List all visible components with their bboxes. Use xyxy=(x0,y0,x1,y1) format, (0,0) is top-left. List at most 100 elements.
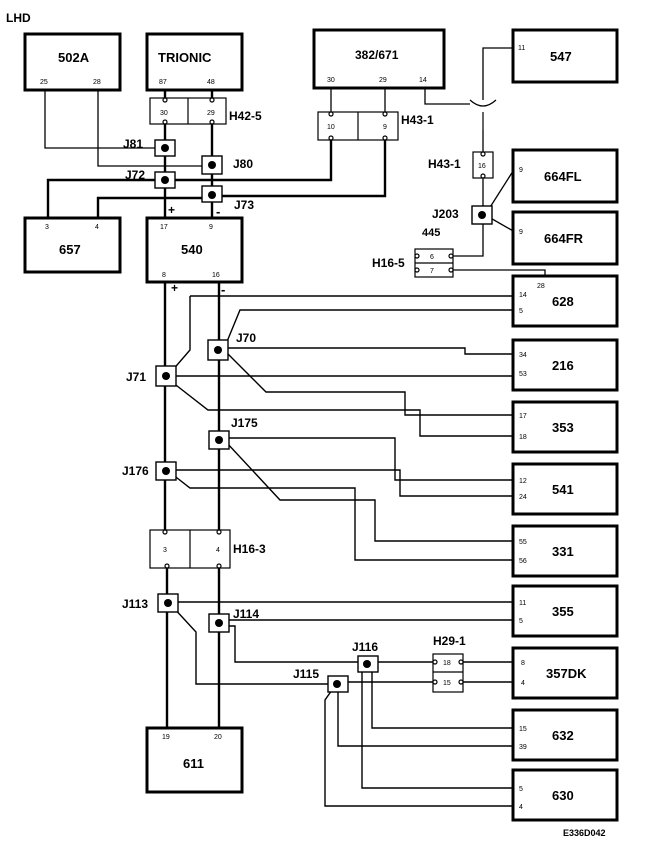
wire-j203-h16-5 xyxy=(453,220,484,257)
pin-label: 12 xyxy=(519,478,527,485)
component-628: 628 14 5 28 xyxy=(511,274,619,328)
component-664fr-label: 664FR xyxy=(544,231,584,246)
junction-j114: J114 xyxy=(208,607,259,633)
junction-j70: J70 xyxy=(207,331,256,361)
wire-382-14 xyxy=(424,88,470,105)
pin-label: 16 xyxy=(478,163,486,170)
component-540: 540 17 9 8 16 xyxy=(145,216,244,284)
connector-445-label: 445 xyxy=(422,227,440,239)
pin-label: 25 xyxy=(40,79,48,86)
component-216: 216 34 53 xyxy=(511,338,619,392)
pin-label: 24 xyxy=(519,494,527,501)
component-540-label: 540 xyxy=(181,242,203,257)
junction-j113: J113 xyxy=(122,593,179,613)
wire-657-4-j73 xyxy=(96,196,208,218)
pin-label: 11 xyxy=(518,45,525,52)
component-541: 541 12 24 xyxy=(511,462,619,516)
junction-j115-label: J115 xyxy=(293,667,319,681)
pin-label: 28 xyxy=(537,283,545,290)
connector-h43-1-b-label: H43-1 xyxy=(428,157,461,171)
pin-label: 9 xyxy=(209,224,213,231)
component-trionic: TRIONIC 87 48 xyxy=(145,32,244,92)
pin-label: 9 xyxy=(383,124,387,131)
pin-label: 20 xyxy=(214,734,222,741)
wire-j113-j115 xyxy=(171,605,332,685)
junction-j176-label: J176 xyxy=(122,464,149,478)
wire-502a-25-j81 xyxy=(44,90,165,149)
junction-j70-label: J70 xyxy=(236,331,256,345)
component-657-label: 657 xyxy=(59,242,81,257)
connector-h42-5-label: H42-5 xyxy=(229,109,262,123)
figure-code-label: E336D042 xyxy=(563,828,606,838)
junction-j113-label: J113 xyxy=(122,597,148,611)
junction-j80: J80 xyxy=(201,155,253,175)
junction-j72-label: J72 xyxy=(125,168,145,182)
wire-j70-628-5 xyxy=(225,309,518,345)
junction-j175-label: J175 xyxy=(231,416,258,430)
pin-label: 48 xyxy=(207,79,215,86)
component-331: 331 55 56 xyxy=(511,524,619,578)
junction-j73: J73 xyxy=(201,185,254,212)
pin-label: 5 xyxy=(519,308,523,315)
pin-label: 4 xyxy=(519,804,523,811)
junction-j175: J175 xyxy=(208,416,258,450)
component-355: 355 11 5 xyxy=(511,584,619,638)
pin-label: 53 xyxy=(519,371,527,378)
polarity-plus-label: + xyxy=(171,281,178,295)
junction-j203-label: J203 xyxy=(432,207,459,221)
component-331-label: 331 xyxy=(552,544,574,559)
wire-h43-9-j73 xyxy=(216,140,387,198)
pin-label: 18 xyxy=(443,660,451,667)
junction-j176: J176 xyxy=(122,461,177,481)
pin-label: 30 xyxy=(327,77,335,84)
connectors: 30 29 H42-5 10 9 H43-1 16 H43-1 6 xyxy=(149,97,497,693)
pin-label: 39 xyxy=(519,744,527,751)
pin-label: 9 xyxy=(519,167,523,174)
pin-label: 9 xyxy=(519,229,523,236)
connector-h43-1-a-label: H43-1 xyxy=(401,113,434,127)
junction-j81: J81 xyxy=(123,137,176,157)
pin-label: 34 xyxy=(519,352,527,359)
connector-h16-3: 3 4 H16-3 xyxy=(149,529,266,569)
component-657: 657 3 4 xyxy=(23,216,122,274)
pin-label: 17 xyxy=(519,413,527,420)
wire-547-11 xyxy=(482,47,516,100)
wire-j116-632-15 xyxy=(371,668,518,729)
component-trionic-label: TRIONIC xyxy=(158,50,212,65)
junction-j116-label: J116 xyxy=(352,640,378,654)
component-357dk: 357DK 8 4 xyxy=(511,646,619,700)
pin-label: 5 xyxy=(519,786,523,793)
pin-label: 19 xyxy=(162,734,170,741)
junction-j116: J116 xyxy=(352,640,379,673)
pin-label: 28 xyxy=(93,79,101,86)
pin-label: 87 xyxy=(159,79,167,86)
junction-j115: J115 xyxy=(293,667,349,693)
junction-j71-label: J71 xyxy=(126,370,146,384)
wire-j176-331-56 xyxy=(171,473,518,561)
component-502a: 502A 25 28 xyxy=(23,32,122,92)
connector-h16-3-label: H16-3 xyxy=(233,542,266,556)
junctions: J81 J80 J72 J73 J203 J70 xyxy=(122,137,493,693)
connector-h16-5-label: H16-5 xyxy=(372,256,405,270)
component-216-label: 216 xyxy=(552,358,574,373)
component-632-label: 632 xyxy=(552,728,574,743)
polarity-minus-label: - xyxy=(216,204,220,219)
connector-h29-1-label: H29-1 xyxy=(433,634,466,648)
pin-label: 18 xyxy=(519,434,527,441)
connector-h29-1: 18 15 H29-1 xyxy=(432,634,466,693)
component-353-label: 353 xyxy=(552,420,574,435)
junction-j71: J71 xyxy=(126,365,177,387)
component-628-label: 628 xyxy=(552,294,574,309)
pin-label: 55 xyxy=(519,539,527,546)
wire-j176-541-24 xyxy=(172,469,518,497)
misc-labels: LHD + - + - E336D042 xyxy=(6,11,606,838)
wire-657-3-j72 xyxy=(46,178,162,218)
pin-label: 3 xyxy=(163,547,167,554)
component-541-label: 541 xyxy=(552,482,574,497)
connector-h42-5: 30 29 H42-5 xyxy=(149,97,262,125)
pin-label: 56 xyxy=(519,558,527,565)
component-502a-label: 502A xyxy=(58,50,90,65)
pin-label: 15 xyxy=(443,680,451,687)
connector-h16-5: 6 7 H16-5 445 xyxy=(372,227,454,278)
polarity-minus-label: - xyxy=(221,282,225,297)
